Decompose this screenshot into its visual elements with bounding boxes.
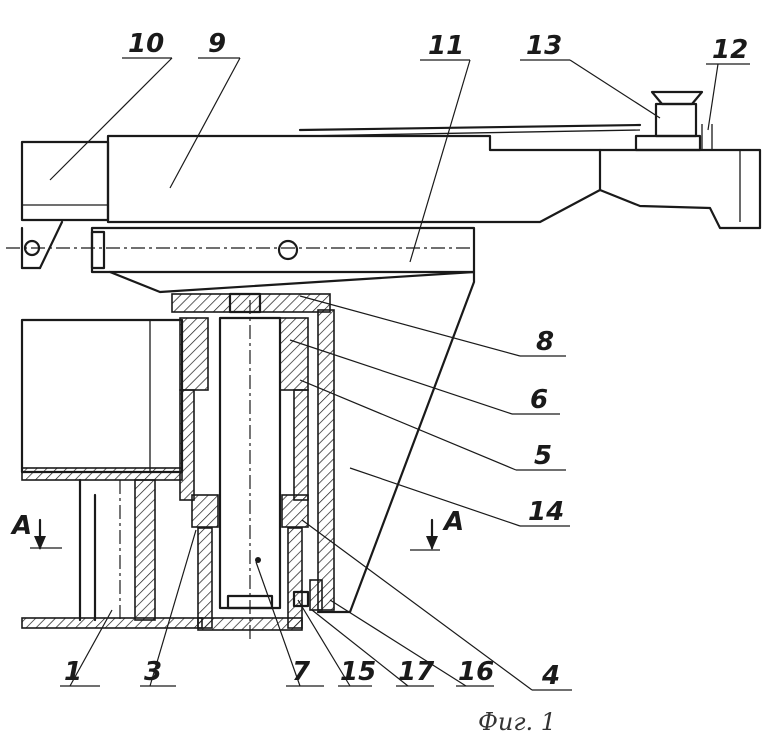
section-mark-right — [410, 518, 440, 551]
section-label-right: A — [442, 507, 464, 537]
part-label-9: 9 — [208, 29, 226, 59]
part-label-12: 12 — [712, 35, 748, 65]
part-14-support — [108, 270, 476, 614]
leader-lines — [49, 57, 750, 691]
part-label-3: 3 — [144, 657, 162, 687]
left-housing — [20, 318, 203, 629]
part-label-10: 10 — [128, 29, 164, 59]
part-13-base — [634, 134, 702, 152]
part-13-body — [654, 102, 698, 138]
part-labels: 10 9 11 13 12 8 6 5 14 4 1 3 7 15 17 16 … — [10, 29, 748, 736]
part-11-rail — [90, 226, 476, 274]
section-mark-left — [30, 518, 62, 550]
part-label-14: 14 — [528, 497, 564, 527]
part-label-4: 4 — [541, 661, 560, 691]
part-label-1: 1 — [64, 657, 82, 687]
part-label-13: 13 — [526, 31, 562, 61]
part-label-8: 8 — [536, 327, 554, 357]
part-label-7: 7 — [292, 657, 311, 687]
pivot-circle-center — [277, 239, 299, 261]
figure-caption: Фиг. 1 — [478, 708, 556, 736]
part-label-15: 15 — [340, 657, 376, 687]
part-label-6: 6 — [530, 385, 548, 415]
shaft-assembly — [171, 292, 335, 640]
part-label-17: 17 — [398, 657, 435, 687]
part-12-bracket — [598, 148, 762, 230]
part-10-body — [20, 140, 110, 222]
part-9-beam — [106, 134, 602, 224]
part-13-handle — [650, 90, 704, 106]
part-label-16: 16 — [458, 657, 494, 687]
part-label-5: 5 — [534, 441, 552, 471]
section-label-left: A — [10, 511, 32, 541]
boom-assembly — [6, 90, 762, 614]
part-label-11: 11 — [428, 31, 464, 61]
